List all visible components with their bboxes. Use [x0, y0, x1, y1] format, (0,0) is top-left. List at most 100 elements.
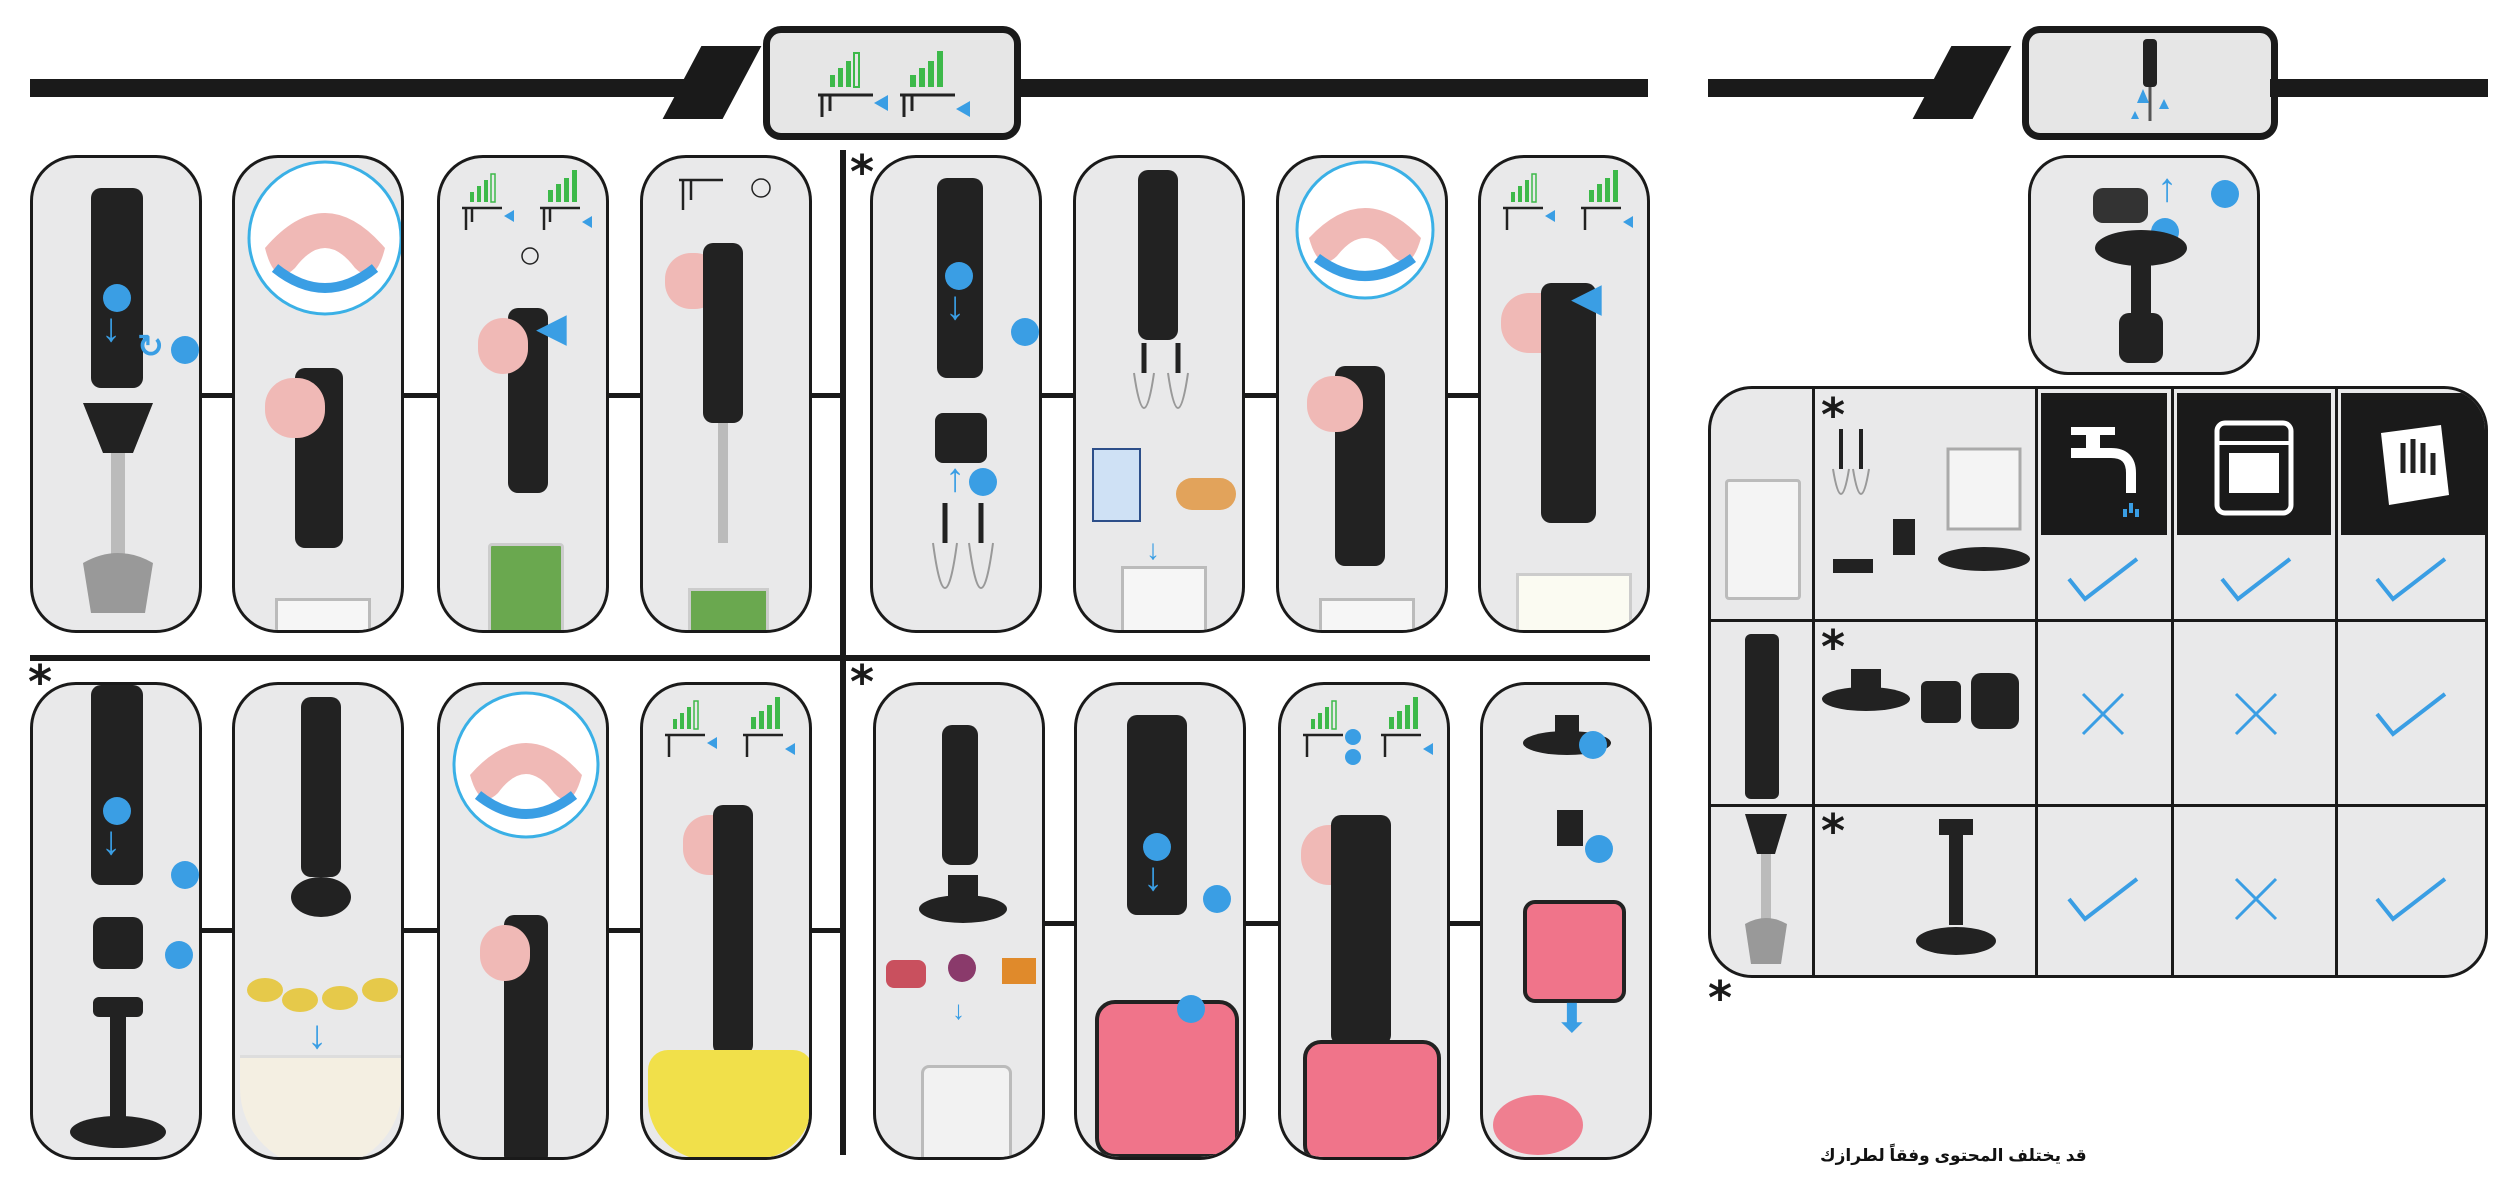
step-marker-dot: [165, 941, 193, 969]
mark-cross: [2216, 869, 2296, 929]
table-star-3: *: [1821, 811, 1845, 851]
speed-levels-icon: [450, 166, 605, 266]
motor-unit: [703, 243, 743, 423]
speed-levels-icon: [770, 33, 1014, 133]
speed-levels-tab: [763, 26, 1021, 140]
masher-attachment: [63, 997, 173, 1157]
arrow-down-icon: ↓: [952, 990, 965, 1030]
arrow-left-icon: ◀: [1571, 278, 1602, 318]
blender-foot: [1741, 814, 1791, 969]
faucet-icon: [2041, 393, 2167, 535]
hand: [265, 378, 325, 438]
gearbox-cap: [2093, 188, 2148, 223]
masher-attachment: [2091, 228, 2191, 368]
step-marker-dot: [969, 468, 997, 496]
step-masher-speed-button: [640, 682, 812, 1160]
hand: [1307, 376, 1363, 432]
chopper-blade: [1557, 810, 1583, 846]
step-empty-chopper: ⬇: [1480, 682, 1652, 1160]
step-select-speed-dial: [232, 155, 404, 633]
header-bar-right-2: [2270, 79, 2488, 97]
hand: [478, 318, 528, 374]
cream-carton: [1092, 448, 1141, 522]
arrow-down-icon: ↓: [945, 286, 965, 326]
step-marker-dot: [171, 336, 199, 364]
plate-with-meat: [1493, 1095, 1583, 1155]
chopper-bowl-with-meat: [1095, 1000, 1239, 1158]
arrow-down-icon: ↓: [1143, 857, 1163, 897]
step-press-speed-button: ◀: [437, 155, 609, 633]
mark-check: [2063, 549, 2143, 609]
step-marker-dot: [1011, 318, 1039, 346]
rotate-arrow-icon: ↻: [137, 326, 164, 366]
beaker: [1121, 566, 1207, 633]
speed-levels-icon: [653, 693, 808, 763]
step-marker-dot: [2211, 180, 2239, 208]
masher-attachment: [1911, 819, 2001, 964]
beaker: [275, 598, 371, 633]
beaker: [1319, 598, 1415, 633]
step-whisk-ingredients: ↓: [1073, 155, 1245, 633]
gearbox-set: [1821, 659, 2031, 769]
potatoes: [245, 960, 404, 1020]
motor-unit: [713, 805, 753, 1055]
cleaning-table: * * *: [1708, 386, 2488, 978]
beaker: [1725, 479, 1801, 600]
optional-star-3: *: [850, 662, 874, 702]
step-attach-blender-foot: ↓ ↻: [30, 155, 202, 633]
motor-unit: [942, 725, 978, 865]
eggs: [1176, 478, 1236, 510]
motor-unit: [301, 697, 341, 877]
accessory-set: [1823, 419, 2033, 609]
vertical-divider: [840, 150, 846, 1155]
speed-levels-icon: [1491, 166, 1646, 236]
motor-unit: [1331, 815, 1391, 1045]
step-attach-whisk: ↓ ↑: [870, 155, 1042, 633]
arrow-down-icon: ↓: [307, 1015, 327, 1055]
optional-star-1: *: [850, 152, 874, 192]
mark-check: [2216, 549, 2296, 609]
cleaning-icon: [2029, 33, 2271, 133]
bowl: [240, 1055, 402, 1160]
step-marker-dot: [1177, 995, 1205, 1023]
beaker-with-peas: [688, 588, 769, 633]
step-marker-dot: [1579, 731, 1607, 759]
chopper-bowl: [921, 1065, 1012, 1160]
masher-head: [291, 877, 351, 917]
beaker-with-cream: [1516, 573, 1632, 633]
off-indicator-icon: [673, 168, 793, 228]
step-detach-accessory: ↑: [2028, 155, 2260, 375]
masher-gearbox: [93, 917, 143, 969]
mark-check: [2371, 549, 2451, 609]
step-chopper-speed: [1278, 682, 1450, 1160]
motor-unit: [1138, 170, 1178, 340]
hand: [480, 925, 530, 981]
footer-note: قد يختلف المحتوى وفقاً لطرازك: [1820, 1146, 2087, 1166]
beaker-with-peas: [488, 543, 564, 633]
chopper-bowl-with-meat: [1303, 1040, 1441, 1160]
arrow-up-icon: ↑: [945, 458, 965, 498]
step-prepare-chopper: ↓: [873, 682, 1045, 1160]
speed-dial-zoom: [235, 158, 404, 358]
blender-foot: [73, 403, 163, 623]
step-marker-dot: [1203, 885, 1231, 913]
step-whisk-speed-button: ◀: [1478, 155, 1650, 633]
step-marker-dot: [1585, 835, 1613, 863]
step-attach-masher: ↓: [30, 682, 202, 1160]
hand-wipe-icon: [2341, 393, 2485, 535]
arrow-up-icon: ↑: [2157, 168, 2177, 208]
speed-dial-zoom: [1279, 158, 1448, 358]
whisk-attachment: [1126, 343, 1196, 443]
mark-cross: [2063, 684, 2143, 744]
blender-shaft: [718, 423, 728, 543]
mark-check: [2371, 684, 2451, 744]
header-bar-left-2: [1018, 79, 1648, 97]
speed-levels-icon: [1291, 693, 1446, 773]
header-bar-right: [1708, 79, 1938, 97]
dishwasher-icon: [2177, 393, 2331, 535]
bowl-with-potatoes: [648, 1050, 812, 1160]
step-masher-speed-dial: [437, 682, 609, 1160]
step-mash-potatoes: ↓: [232, 682, 404, 1160]
arrow-down-icon: ⬇: [1555, 999, 1589, 1039]
side-star-2: *: [1708, 978, 1732, 1018]
